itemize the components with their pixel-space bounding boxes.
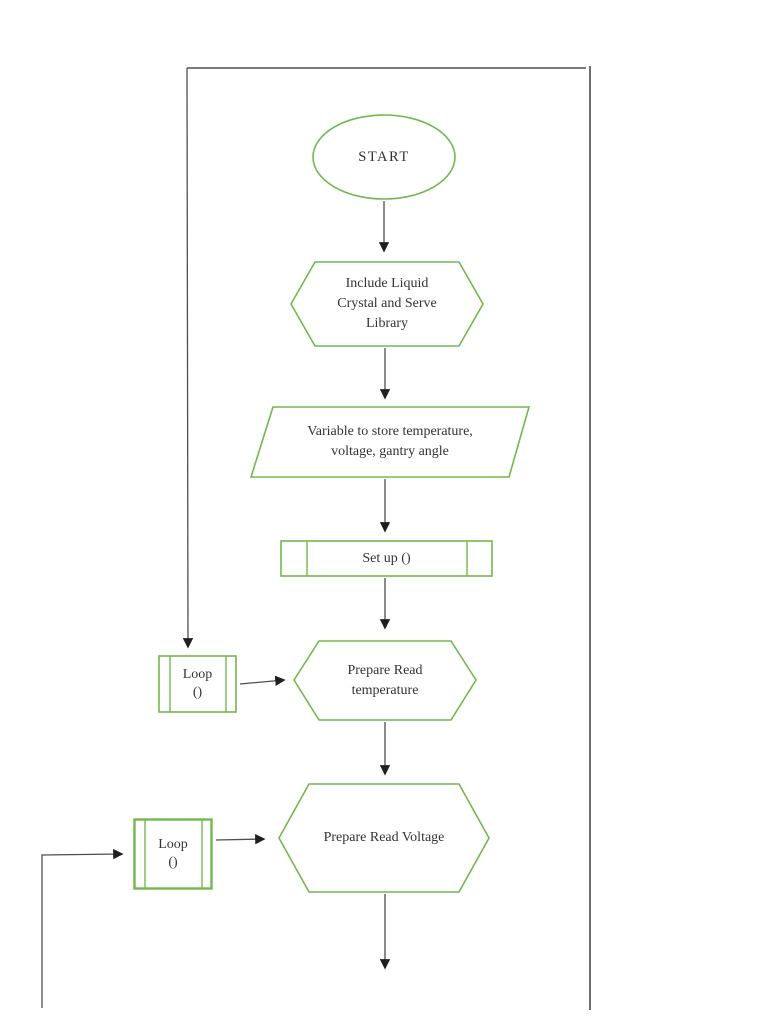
label-line: () [168, 855, 178, 870]
loop-voltage-predefined-process-shape [133, 818, 213, 890]
variables-parallelogram-shape [249, 406, 531, 478]
setup-predefined-process-shape [280, 540, 493, 577]
node-loop-voltage-label: Loop () [133, 818, 213, 890]
node-loop-voltage: Loop () [133, 818, 213, 890]
label-line: Include Liquid [345, 276, 429, 291]
label-line: temperature [351, 682, 419, 698]
read-temperature-hexagon-shape [293, 640, 477, 721]
node-read-voltage-label: Prepare Read Voltage [278, 783, 490, 893]
node-setup: Set up () [280, 540, 493, 577]
node-loop-temperature-label: Loop () [158, 655, 237, 713]
label-line: Prepare Read Voltage [323, 830, 445, 845]
label-line: Variable to store temperature, [307, 424, 473, 439]
node-variables: Variable to store temperature, voltage, … [249, 406, 531, 478]
connector-top-to-loop-temperature [182, 67, 194, 649]
label-line: Crystal and Serve [337, 296, 437, 311]
node-include-library-label: Include Liquid Crystal and Serve Library [290, 261, 484, 347]
node-loop-temperature: Loop () [158, 655, 237, 713]
node-read-voltage: Prepare Read Voltage [278, 783, 490, 893]
connector-feedback-to-loop-voltage [41, 848, 124, 1008]
node-start-label: START [312, 114, 456, 200]
label-line: Set up () [362, 550, 411, 566]
read-voltage-hexagon-shape [278, 783, 490, 893]
label-line: voltage, gantry angle [331, 444, 449, 459]
node-start: START [312, 114, 456, 200]
connector-loop-voltage-to-read-voltage [215, 833, 266, 845]
start-ellipse-shape [312, 114, 456, 200]
node-read-temperature-label: Prepare Read temperature [293, 640, 477, 721]
node-include-library: Include Liquid Crystal and Serve Library [290, 261, 484, 347]
label-line: START [358, 149, 410, 165]
label-line: Loop [182, 667, 213, 682]
node-setup-label: Set up () [280, 540, 493, 577]
label-line: Loop [158, 837, 188, 852]
loop-temperature-predefined-process-shape [158, 655, 237, 713]
node-read-temperature: Prepare Read temperature [293, 640, 477, 721]
label-line: () [192, 685, 203, 700]
include-library-hexagon-shape [290, 261, 484, 347]
label-line: Library [366, 316, 408, 331]
label-line: Prepare Read [347, 662, 423, 678]
node-variables-label: Variable to store temperature, voltage, … [250, 406, 530, 478]
connector-loop-temperature-to-read-temperature [239, 675, 286, 686]
